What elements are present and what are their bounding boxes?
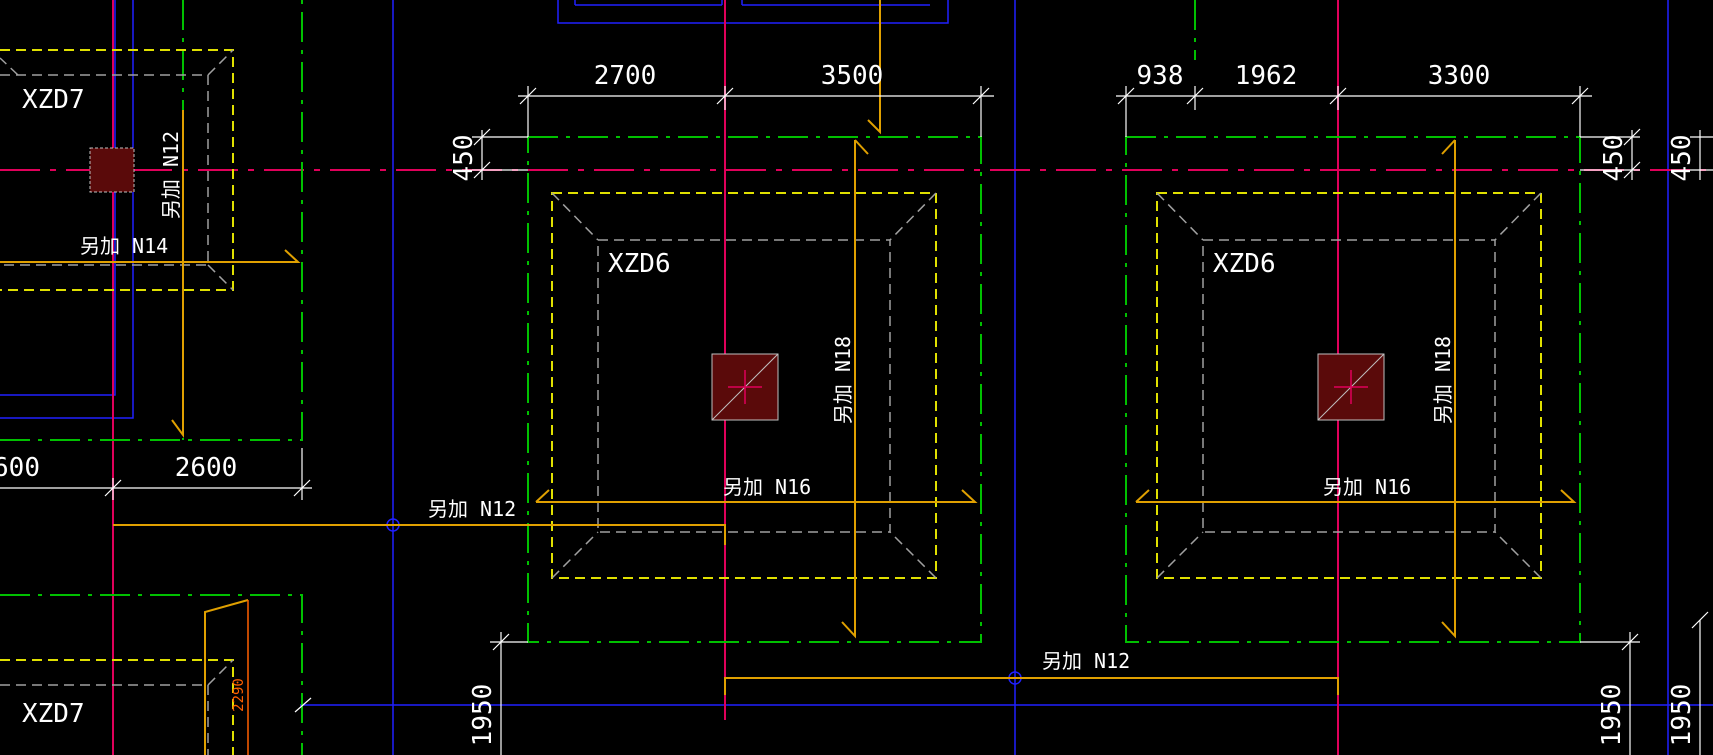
note-beam-left: 另加 N12 — [428, 497, 516, 521]
footing-label-xzd6-a: XZD6 — [608, 249, 671, 279]
note-xzd6-a-vertical: 另加 N18 — [831, 336, 855, 424]
note-xzd6-b-horizontal: 另加 N16 — [1323, 475, 1411, 499]
dimension-lines — [0, 86, 1713, 755]
note-xzd6-a-horizontal: 另加 N16 — [723, 475, 811, 499]
column-xzd7-top — [89, 147, 135, 193]
dim-1950-right-b: 1950 — [1667, 684, 1697, 747]
dim-600: 600 — [0, 453, 40, 483]
dim-450-left: 450 — [449, 135, 479, 182]
dim-938: 938 — [1137, 61, 1184, 91]
column-squares — [89, 147, 1385, 421]
gray-inner-outlines — [0, 49, 1542, 755]
dim-3300: 3300 — [1428, 61, 1491, 91]
dim-1950-right-a: 1950 — [1597, 684, 1627, 747]
dim-450-right-a: 450 — [1599, 135, 1629, 182]
rebar-lines — [0, 0, 1577, 755]
footing-label-xzd7-bottom: XZD7 — [22, 699, 85, 729]
footing-label-xzd7-top: XZD7 — [22, 85, 85, 115]
footing-label-xzd6-b: XZD6 — [1213, 249, 1276, 279]
note-xzd6-b-vertical: 另加 N18 — [1431, 336, 1455, 424]
dim-1950-left: 1950 — [468, 684, 498, 747]
note-xzd7-vertical: 另加 N12 — [159, 131, 183, 219]
dim-1962: 1962 — [1235, 61, 1298, 91]
dim-450-right-b: 450 — [1667, 135, 1697, 182]
dim-2700: 2700 — [594, 61, 657, 91]
dim-3500: 3500 — [821, 61, 884, 91]
note-xzd7-horizontal: 另加 N14 — [80, 234, 168, 258]
dim-2290-orange: 2290 — [231, 678, 247, 712]
note-beam-mid: 另加 N12 — [1042, 649, 1130, 673]
dim-2600: 2600 — [175, 453, 238, 483]
